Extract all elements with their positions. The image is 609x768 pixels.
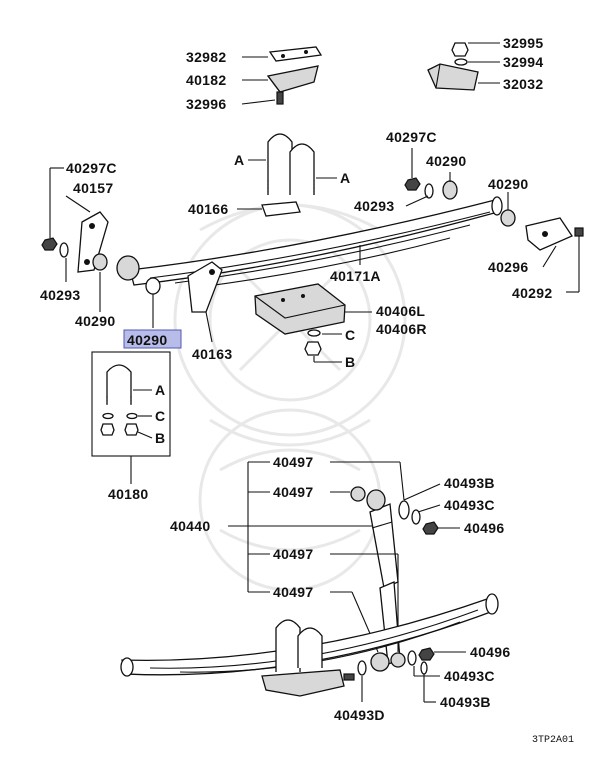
label-40493d[interactable]: 40493D <box>334 707 385 723</box>
label-40163[interactable]: 40163 <box>192 346 232 362</box>
label-32982[interactable]: 32982 <box>186 49 226 65</box>
label-a-top-right: A <box>340 170 350 186</box>
bushing-40497-bottom-2[interactable] <box>390 652 406 668</box>
label-40290-left[interactable]: 40290 <box>75 313 115 329</box>
lower-spring-seat <box>261 669 355 697</box>
label-40293-right[interactable]: 40293 <box>354 198 394 214</box>
label-40157[interactable]: 40157 <box>73 180 113 196</box>
bracket-plate-32982[interactable] <box>268 46 323 62</box>
label-32994[interactable]: 32994 <box>503 54 543 70</box>
label-40493c-top[interactable]: 40493C <box>444 497 495 513</box>
washer-40293-right[interactable] <box>424 183 434 199</box>
label-40497-2[interactable]: 40497 <box>273 484 313 500</box>
washer-40493d[interactable] <box>357 660 367 676</box>
u-bolt-pair[interactable] <box>267 133 315 195</box>
label-40297c-right[interactable]: 40297C <box>386 129 437 145</box>
label-a-box: A <box>155 382 165 398</box>
washer-c-mid[interactable] <box>307 329 321 337</box>
nut-40496-top[interactable] <box>422 521 439 535</box>
label-40290-right-2[interactable]: 40290 <box>488 176 528 192</box>
washer-40493b-top[interactable] <box>398 500 410 520</box>
label-40292[interactable]: 40292 <box>512 285 552 301</box>
bushing-40497-bottom-1[interactable] <box>370 652 390 672</box>
washer-40493c-top[interactable] <box>411 509 421 525</box>
shackle-plate-40163[interactable] <box>187 261 223 313</box>
bumper-32032[interactable] <box>427 63 479 91</box>
bolt-32996[interactable] <box>276 91 284 105</box>
label-b-box: B <box>155 430 165 446</box>
label-40171a[interactable]: 40171A <box>330 268 381 284</box>
bushing-40290-selected[interactable] <box>116 255 161 295</box>
nut-b-mid[interactable] <box>304 341 322 356</box>
label-40493b-top[interactable]: 40493B <box>444 475 495 491</box>
bushing-40497-top-1[interactable] <box>350 486 366 502</box>
label-40296[interactable]: 40296 <box>488 259 528 275</box>
selected-part-highlight[interactable] <box>123 329 182 349</box>
shackle-40296[interactable] <box>525 217 573 251</box>
label-40180[interactable]: 40180 <box>108 486 148 502</box>
label-40496-top[interactable]: 40496 <box>464 520 504 536</box>
leaf-spring-40171a[interactable] <box>129 196 503 288</box>
lower-u-bolts <box>275 619 323 672</box>
label-40497-3[interactable]: 40497 <box>273 546 313 562</box>
washer-32994[interactable] <box>454 58 468 66</box>
label-c-box: C <box>155 408 165 424</box>
label-40406l[interactable]: 40406L <box>376 303 425 319</box>
nut-40496-bottom[interactable] <box>418 647 435 661</box>
bushing-40497-top-2[interactable] <box>366 489 386 511</box>
diagram-code: 3TP2A01 <box>532 735 574 746</box>
label-40497-1[interactable]: 40497 <box>273 454 313 470</box>
label-40406r[interactable]: 40406R <box>376 321 427 337</box>
label-40493c-bottom[interactable]: 40493C <box>444 668 495 684</box>
spring-shackle-40157[interactable] <box>77 211 109 273</box>
washer-40293-left[interactable] <box>59 242 69 258</box>
bushing-40290-right-2[interactable] <box>500 209 516 227</box>
bolt-40292[interactable] <box>574 227 584 237</box>
label-40497-4[interactable]: 40497 <box>273 584 313 600</box>
label-a-top-left: A <box>234 152 244 168</box>
label-40297c-left[interactable]: 40297C <box>66 160 117 176</box>
washer-40493c-bottom[interactable] <box>407 650 417 666</box>
label-32996[interactable]: 32996 <box>186 96 226 112</box>
nut-40297c-right[interactable] <box>404 177 421 191</box>
u-bolt-kit-box[interactable] <box>91 351 171 457</box>
nut-32995[interactable] <box>451 42 469 57</box>
label-40182[interactable]: 40182 <box>186 72 226 88</box>
label-32995[interactable]: 32995 <box>503 35 543 51</box>
nut-40297c-left[interactable] <box>41 237 58 251</box>
label-40440[interactable]: 40440 <box>170 518 210 534</box>
plate-40166[interactable] <box>261 201 301 217</box>
label-40290-selected[interactable]: 40290 <box>127 332 167 348</box>
label-c-mid: C <box>345 327 355 343</box>
label-40290-right-1[interactable]: 40290 <box>426 153 466 169</box>
label-40293-left[interactable]: 40293 <box>40 287 80 303</box>
bushing-40290-right-1[interactable] <box>442 180 458 200</box>
label-b-mid: B <box>345 354 355 370</box>
bracket-40182[interactable] <box>266 65 319 93</box>
label-40493b-bottom[interactable]: 40493B <box>440 694 491 710</box>
spring-seat-40406[interactable] <box>254 283 346 335</box>
label-32032[interactable]: 32032 <box>503 76 543 92</box>
washer-40493b-bottom[interactable] <box>420 661 428 675</box>
label-40166[interactable]: 40166 <box>188 201 228 217</box>
bushing-40290-left[interactable] <box>92 253 108 271</box>
label-40496-bottom[interactable]: 40496 <box>470 644 510 660</box>
